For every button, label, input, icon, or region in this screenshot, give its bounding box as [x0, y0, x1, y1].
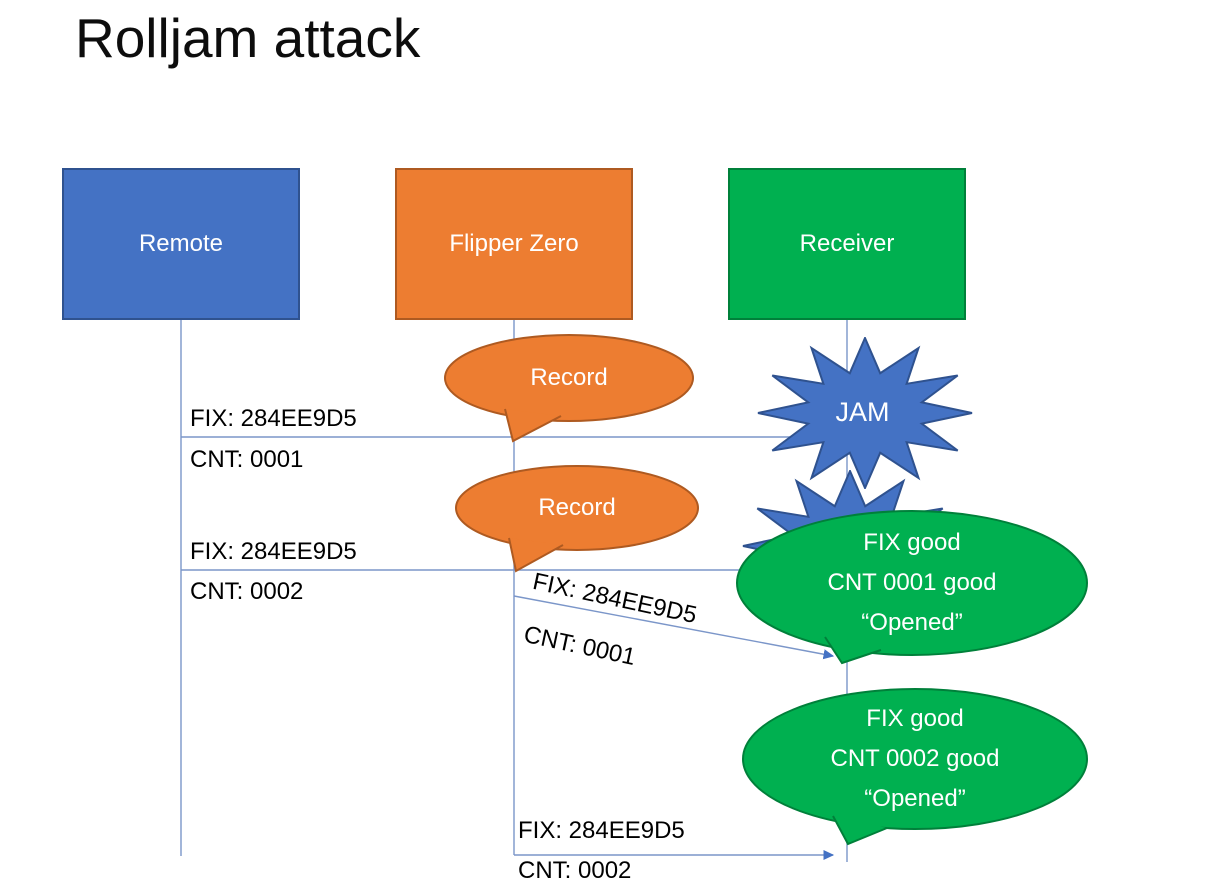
opened-callout-2-line1: FIX good [866, 705, 964, 732]
opened-callout-1-text: FIX good CNT 0001 good “Opened” [747, 522, 1077, 644]
message2-cnt-label: CNT: 0002 [190, 578, 304, 605]
opened-callout-2-tail [832, 815, 888, 846]
record-callout-2-bubble [455, 465, 699, 551]
record-callout-2-label: Record [538, 494, 616, 521]
message1-fix-label: FIX: 284EE9D5 [190, 405, 357, 432]
record-callout-1-tail [504, 408, 562, 443]
opened-callout-1-line1: FIX good [863, 529, 961, 556]
opened-callout-1 [736, 510, 1088, 665]
opened-callout-1-line3: “Opened” [861, 609, 963, 636]
opened-callout-2-line2: CNT 0002 good [830, 745, 1000, 772]
opened-callout-2-bubble [742, 688, 1088, 830]
opened-callout-1-line2: CNT 0001 good [827, 569, 997, 596]
record-callout-1 [444, 334, 694, 443]
opened-callout-2-line3: “Opened” [864, 785, 966, 812]
message4-cnt-label: CNT: 0002 [518, 857, 632, 884]
actor-flipper-zero: Flipper Zero [395, 168, 633, 320]
actor-receiver-label: Receiver [799, 230, 895, 257]
jam-starburst-1-shape [757, 337, 973, 489]
message3-arrow [513, 595, 835, 660]
opened-callout-2 [742, 688, 1088, 846]
actor-receiver: Receiver [728, 168, 966, 320]
actor-remote: Remote [62, 168, 300, 320]
opened-callout-2-text: FIX good CNT 0002 good “Opened” [752, 698, 1078, 820]
page-title: Rolljam attack [75, 7, 421, 69]
record-callout-1-bubble [444, 334, 694, 422]
actor-flipper-zero-label: Flipper Zero [449, 230, 579, 257]
message2-fix-label: FIX: 284EE9D5 [190, 538, 357, 565]
opened-callout-1-bubble [736, 510, 1088, 656]
message4-fix-label: FIX: 284EE9D5 [518, 817, 685, 844]
record-callout-1-label: Record [530, 364, 608, 391]
opened-callout-1-tail [824, 636, 882, 665]
jam-starburst-1 [757, 337, 973, 489]
record-callout-2-tail [508, 537, 564, 573]
record-callout-2 [455, 465, 699, 573]
message1-cnt-label: CNT: 0001 [190, 446, 304, 473]
jam-label: JAM [835, 396, 890, 427]
actor-remote-label: Remote [138, 230, 224, 257]
